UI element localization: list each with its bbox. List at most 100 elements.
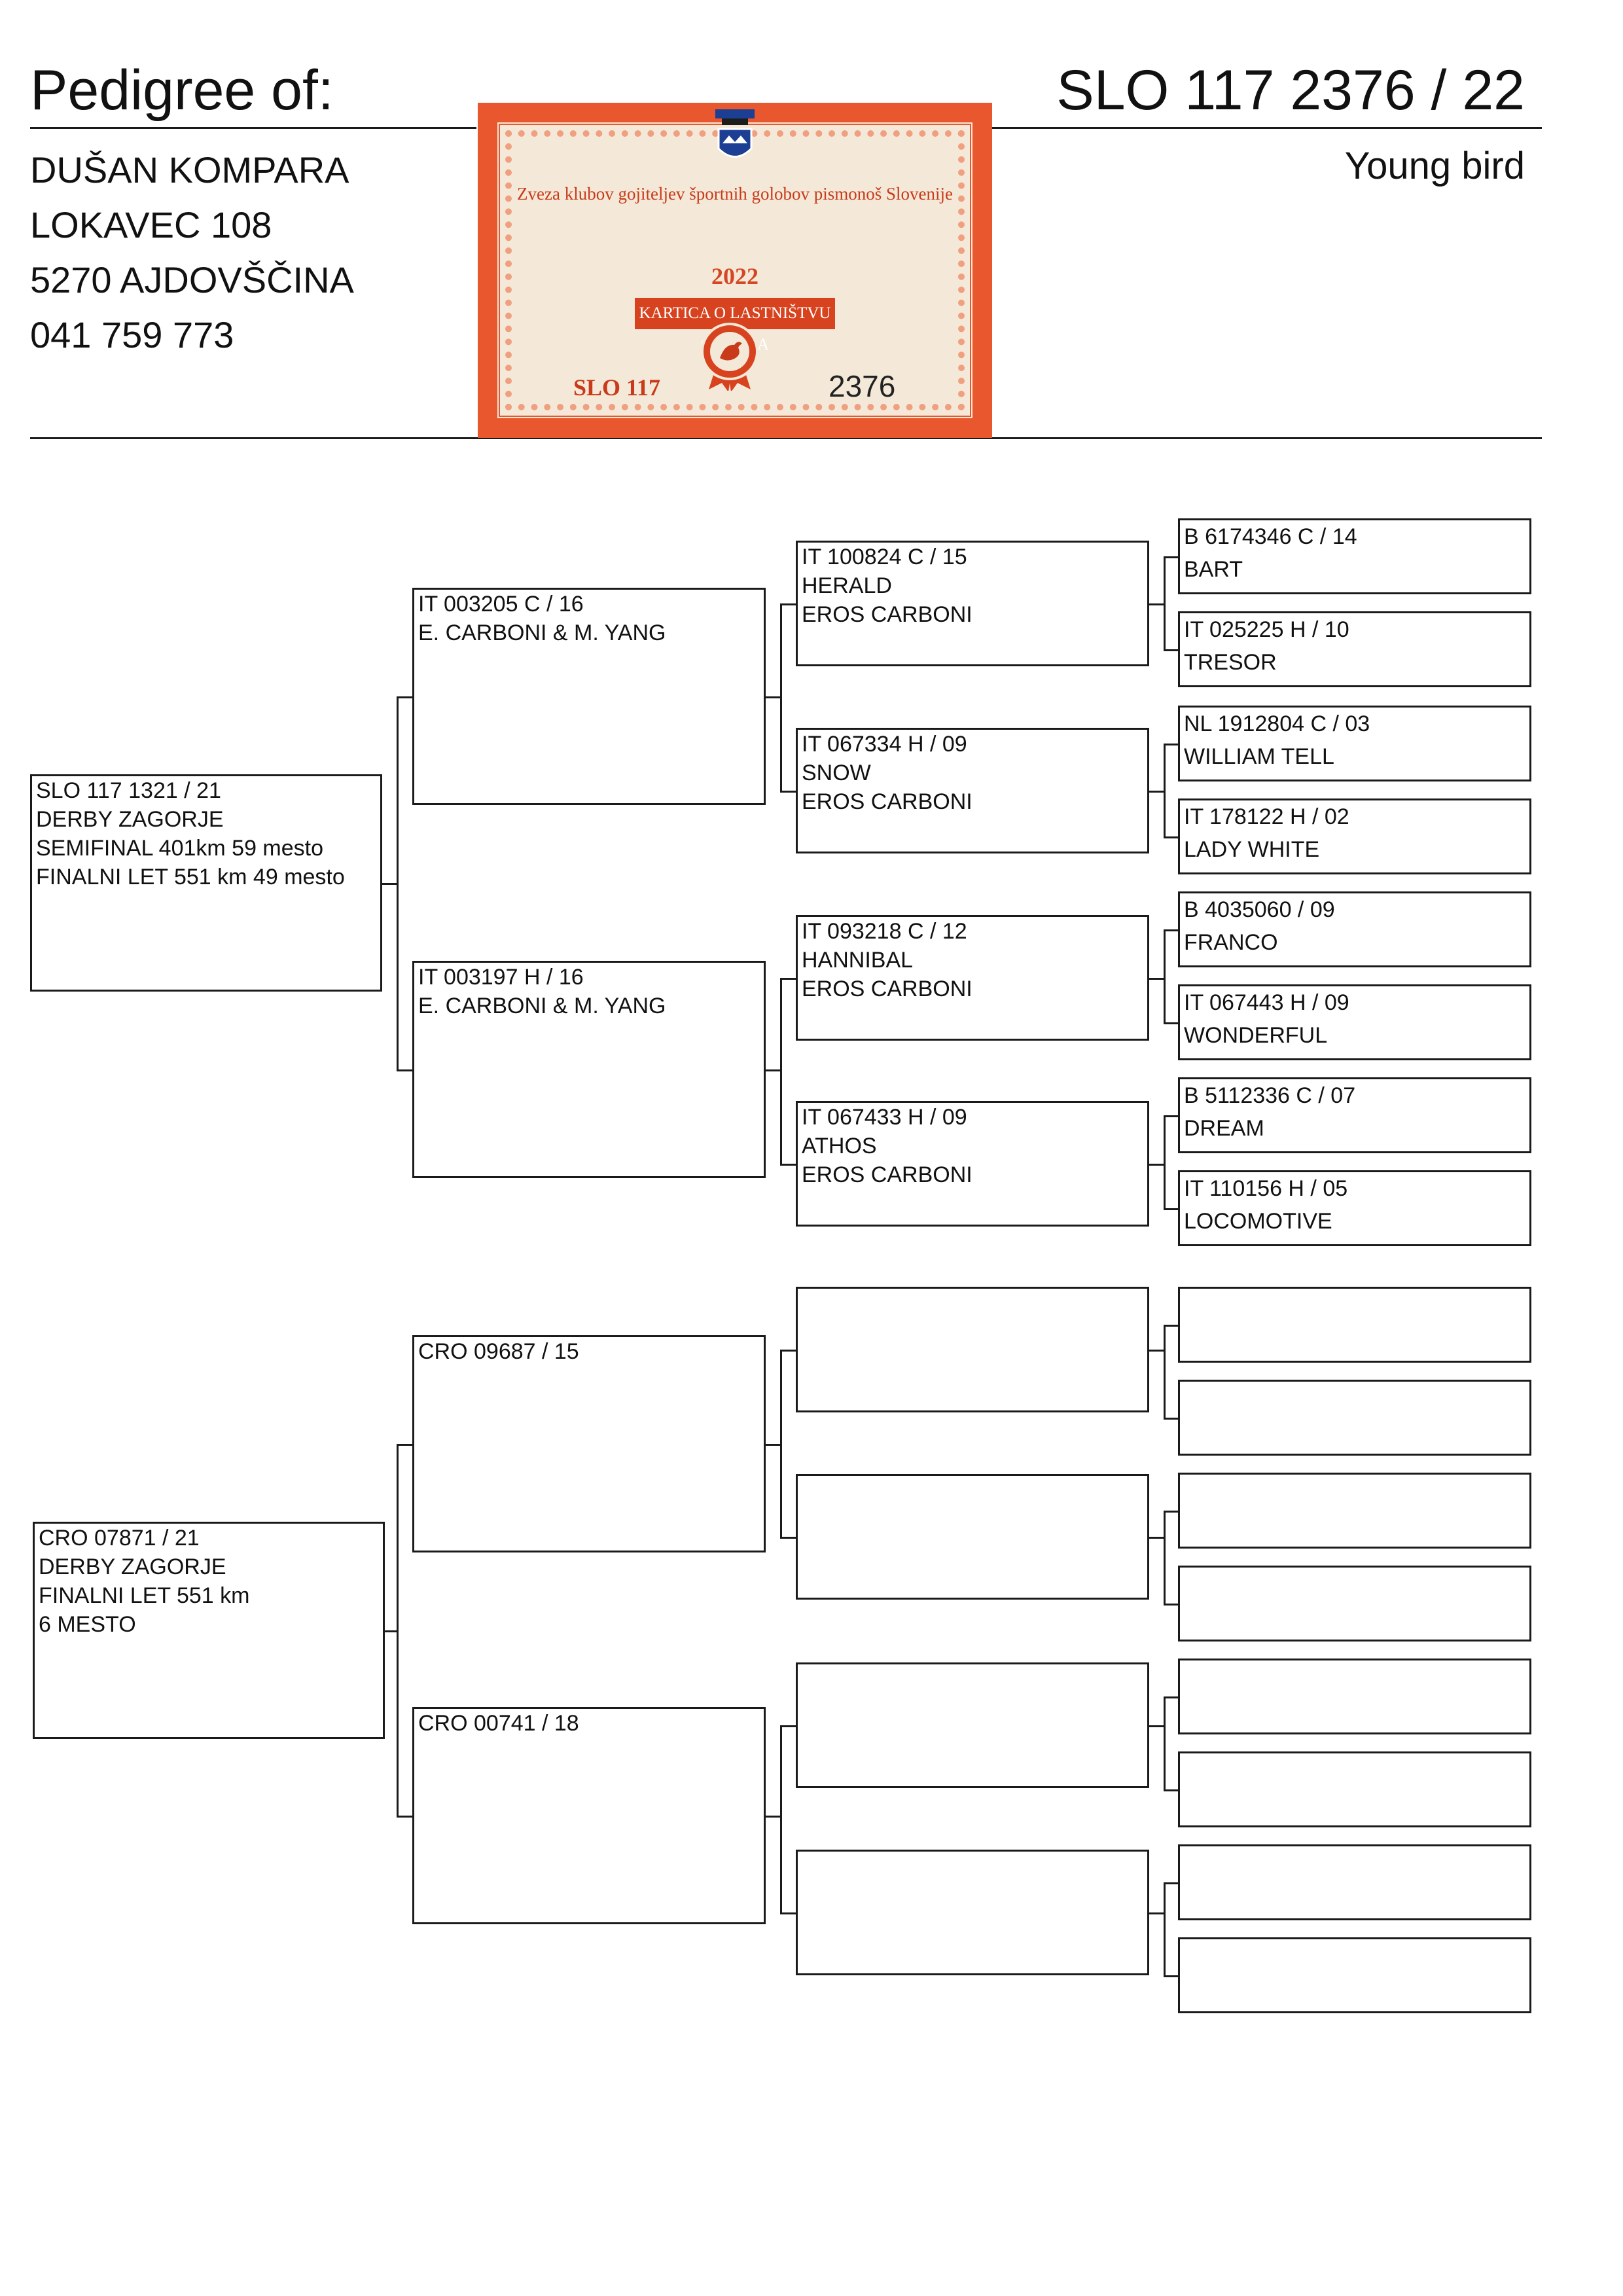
slovenia-emblem-icon — [715, 109, 755, 158]
owner-phone: 041 759 773 — [30, 314, 234, 355]
ancestor-card: B 5112336 C / 07 DREAM — [1178, 1077, 1531, 1153]
ancestor-card-line: TRESOR — [1184, 650, 1277, 675]
ownership-card-association: Zveza klubov gojiteljev športnih golobov… — [517, 184, 953, 204]
bracket-line — [766, 1069, 780, 1071]
grandparent-card-line: CRO 09687 / 15 — [418, 1339, 579, 1364]
ancestor-card: IT 110156 H / 05 LOCOMOTIVE — [1178, 1170, 1531, 1246]
bracket-line — [1164, 1882, 1178, 1884]
bracket-line — [1149, 1537, 1164, 1539]
ring-number: SLO 117 2376 / 22 — [1056, 59, 1525, 122]
grandparent-card: IT 003205 C / 16 E. CARBONI & M. YANG — [412, 588, 766, 805]
great-grandparent-card-line: IT 067334 H / 09 — [802, 732, 967, 757]
sire-card-line: DERBY ZAGORJE — [36, 807, 224, 832]
ancestor-card-line: FRANCO — [1184, 930, 1278, 955]
ownership-card-country-code: SLO 117 — [573, 374, 661, 401]
bracket-line — [1164, 1115, 1178, 1117]
ancestor-card-line: LADY WHITE — [1184, 837, 1320, 862]
bracket-line — [1164, 649, 1178, 651]
bracket-line — [780, 1537, 796, 1539]
bracket-line — [1164, 744, 1178, 745]
bracket-line — [1164, 929, 1178, 931]
bracket-line — [766, 696, 780, 698]
ownership-card-number: 2376 — [829, 369, 896, 403]
sire-card-line: FINALNI LET 551 km 49 mesto — [36, 865, 345, 889]
bracket-line — [1164, 1511, 1178, 1513]
bracket-line — [1164, 744, 1166, 838]
bracket-line — [1164, 1325, 1178, 1327]
bird-age: Young bird — [1344, 145, 1525, 187]
bracket-line — [1164, 1022, 1178, 1024]
bracket-line — [1164, 556, 1178, 558]
dam-card-line: DERBY ZAGORJE — [39, 1554, 226, 1579]
grandparent-card: CRO 09687 / 15 — [412, 1335, 766, 1552]
bracket-line — [780, 978, 796, 980]
bracket-line — [780, 1350, 796, 1352]
bracket-line — [1149, 791, 1164, 793]
dam-card-line: 6 MESTO — [39, 1612, 136, 1637]
ancestor-card-line: IT 025225 H / 10 — [1184, 617, 1349, 642]
ancestor-card-line: B 6174346 C / 14 — [1184, 524, 1357, 549]
bracket-line — [780, 603, 782, 793]
ancestor-card-line: B 5112336 C / 07 — [1184, 1083, 1356, 1108]
owner-city: 5270 AJDOVŠČINA — [30, 259, 354, 300]
bracket-line — [1164, 1696, 1178, 1698]
great-grandparent-card-line: IT 067433 H / 09 — [802, 1105, 967, 1130]
great-grandparent-card-line: ATHOS — [802, 1134, 877, 1158]
bracket-line — [780, 1350, 782, 1539]
bracket-line — [780, 1725, 782, 1914]
ancestor-card-line: BART — [1184, 557, 1243, 582]
sire-card-line: SEMIFINAL 401km 59 mesto — [36, 836, 324, 861]
ancestor-card-line: IT 178122 H / 02 — [1184, 804, 1349, 829]
bracket-line — [385, 1630, 397, 1632]
great-grandparent-card-line: EROS CARBONI — [802, 602, 972, 627]
great-grandparent-card-line: EROS CARBONI — [802, 977, 972, 1001]
bracket-line — [382, 883, 397, 885]
grandparent-card-line: E. CARBONI & M. YANG — [418, 620, 666, 645]
ancestor-card — [1178, 1659, 1531, 1734]
great-grandparent-card-line: IT 093218 C / 12 — [802, 919, 967, 944]
ancestor-card — [1178, 1287, 1531, 1363]
ancestor-card-line: IT 067443 H / 09 — [1184, 990, 1349, 1015]
ancestor-card — [1178, 1844, 1531, 1920]
ownership-card: Zveza klubov gojiteljev športnih golobov… — [478, 103, 992, 438]
great-grandparent-card-line: EROS CARBONI — [802, 789, 972, 814]
grandparent-card: CRO 00741 / 18 — [412, 1707, 766, 1924]
owner-name: DUŠAN KOMPARA — [30, 149, 349, 190]
ancestor-card — [1178, 1566, 1531, 1641]
ancestor-card-line: IT 110156 H / 05 — [1184, 1176, 1348, 1201]
grandparent-card-line: IT 003205 C / 16 — [418, 592, 584, 617]
header-divider-right — [992, 127, 1542, 129]
great-grandparent-card-line: EROS CARBONI — [802, 1162, 972, 1187]
bracket-line — [780, 1164, 796, 1166]
ancestor-card: IT 178122 H / 02 LADY WHITE — [1178, 798, 1531, 874]
bracket-line — [1164, 1115, 1166, 1210]
bracket-line — [1164, 1789, 1178, 1791]
bracket-line — [1164, 1604, 1178, 1605]
great-grandparent-card: IT 067433 H / 09 ATHOS EROS CARBONI — [796, 1101, 1149, 1227]
bracket-line — [1149, 1912, 1164, 1914]
ancestor-card — [1178, 1473, 1531, 1549]
bracket-line — [780, 1725, 796, 1727]
ancestor-card-line: NL 1912804 C / 03 — [1184, 711, 1370, 736]
ancestor-card — [1178, 1937, 1531, 2013]
ancestor-card: IT 025225 H / 10 TRESOR — [1178, 611, 1531, 687]
pigeon-rosette-icon — [701, 323, 758, 391]
great-grandparent-card — [796, 1287, 1149, 1412]
bracket-line — [397, 1069, 412, 1071]
header-divider-left — [30, 127, 476, 129]
bracket-line — [1149, 1350, 1164, 1352]
ancestor-card-line: DREAM — [1184, 1116, 1264, 1141]
ancestor-card-line: LOCOMOTIVE — [1184, 1209, 1332, 1234]
header-bottom-divider — [30, 437, 1542, 439]
bracket-line — [1164, 836, 1178, 838]
bracket-line — [1164, 1696, 1166, 1791]
bracket-line — [397, 1816, 412, 1818]
bracket-line — [780, 791, 796, 793]
bracket-line — [397, 1444, 412, 1446]
